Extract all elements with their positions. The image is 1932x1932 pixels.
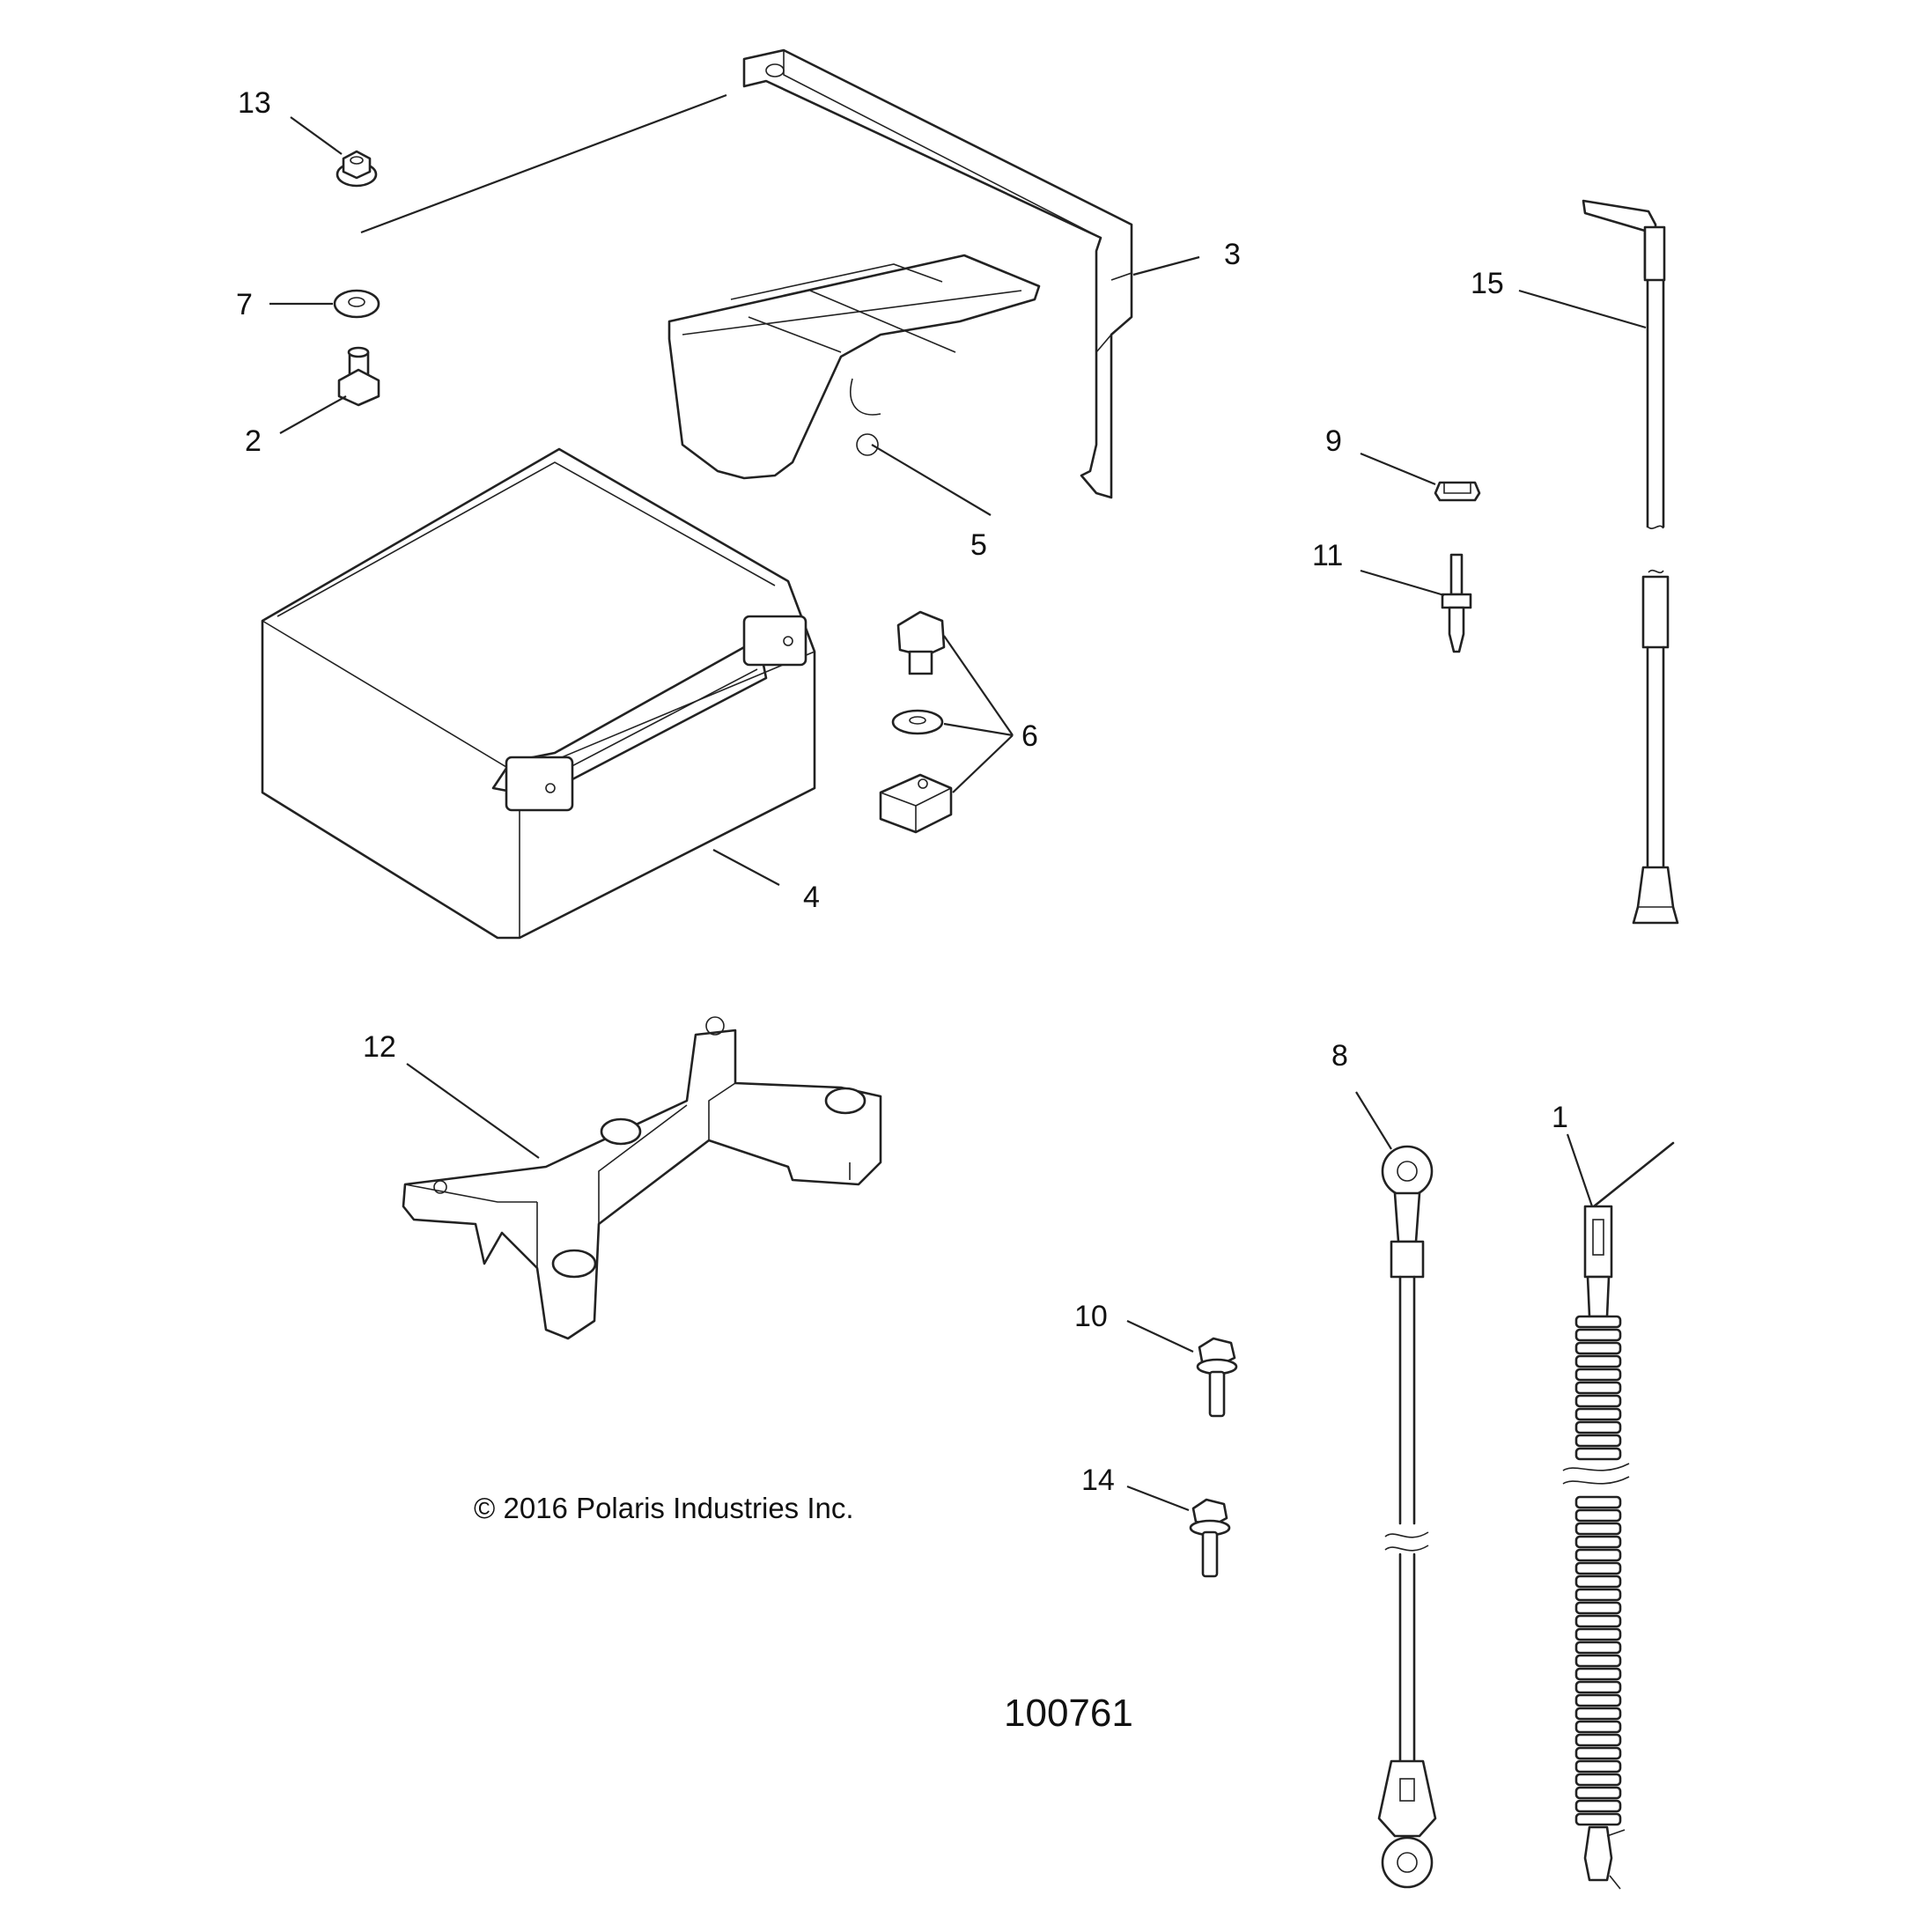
- part-15-battery-cable: [1582, 199, 1679, 925]
- conduit-ring: [1574, 1381, 1622, 1395]
- leader-6c: [952, 734, 1014, 793]
- leader-6a: [943, 635, 1014, 736]
- leader-4: [712, 849, 780, 886]
- conduit-ring: [1574, 1574, 1622, 1589]
- part-1-wire-harness: [1562, 1141, 1675, 1890]
- conduit-ring: [1574, 1786, 1622, 1800]
- conduit-ring: [1574, 1746, 1622, 1760]
- conduit-ring: [1574, 1759, 1622, 1773]
- callout-15: 15: [1471, 267, 1504, 300]
- leader-3: [1132, 255, 1200, 277]
- callout-10: 10: [1074, 1300, 1108, 1333]
- leader-11: [1360, 569, 1445, 597]
- part-5-battery-cover: [667, 254, 1041, 480]
- conduit-ring: [1574, 1654, 1622, 1668]
- conduit-ring: [1574, 1641, 1622, 1655]
- conduit-ring: [1574, 1548, 1622, 1562]
- part-9-flange-nut: [1434, 481, 1481, 502]
- conduit-ring: [1574, 1394, 1622, 1408]
- conduit-ring: [1574, 1812, 1622, 1826]
- part-6-terminal-hardware: [879, 610, 953, 834]
- conduit-ring: [1574, 1407, 1622, 1421]
- conduit-ring: [1574, 1707, 1622, 1721]
- conduit-ring: [1574, 1773, 1622, 1787]
- conduit-ring: [1574, 1667, 1622, 1681]
- leader-12: [406, 1063, 540, 1159]
- leader-10: [1126, 1320, 1194, 1353]
- conduit-ring: [1574, 1693, 1622, 1707]
- conduit-corrugation: [1574, 1315, 1622, 1826]
- leader-6b: [943, 722, 1014, 737]
- callout-2: 2: [245, 424, 262, 458]
- callout-3: 3: [1224, 238, 1241, 271]
- leader-1: [1566, 1133, 1594, 1207]
- part-3-hold-down-strap: [742, 48, 1133, 499]
- part-13-flange-nut: [336, 150, 378, 188]
- conduit-ring: [1574, 1535, 1622, 1549]
- part-12-mounting-bracket: [402, 1016, 882, 1340]
- part-2-bolt: [337, 346, 380, 407]
- leader-15: [1518, 289, 1647, 329]
- callout-6: 6: [1021, 719, 1038, 753]
- callout-11: 11: [1312, 539, 1343, 572]
- conduit-ring: [1574, 1328, 1622, 1342]
- conduit-ring: [1574, 1561, 1622, 1575]
- part-11-stud-bolt: [1441, 553, 1472, 653]
- conduit-ring: [1574, 1508, 1622, 1523]
- conduit-ring: [1574, 1680, 1622, 1694]
- leader-14: [1126, 1485, 1190, 1512]
- conduit-ring: [1574, 1315, 1622, 1329]
- leader-2: [279, 395, 347, 434]
- part-7-washer: [333, 289, 380, 319]
- conduit-ring: [1574, 1368, 1622, 1382]
- copyright-notice: © 2016 Polaris Industries Inc.: [474, 1492, 854, 1524]
- leader-13: [290, 116, 343, 155]
- conduit-ring: [1574, 1614, 1622, 1628]
- part-4-battery: [261, 447, 816, 940]
- part-8-ground-cable: [1377, 1145, 1437, 1889]
- conduit-ring: [1574, 1522, 1622, 1536]
- part-14-screw: [1189, 1498, 1231, 1578]
- callout-7: 7: [236, 288, 253, 321]
- conduit-ring: [1574, 1495, 1622, 1509]
- conduit-ring: [1574, 1799, 1622, 1813]
- callout-4: 4: [803, 881, 820, 914]
- conduit-ring: [1574, 1420, 1622, 1434]
- conduit-ring: [1574, 1627, 1622, 1641]
- callout-9: 9: [1325, 424, 1342, 458]
- conduit-ring: [1574, 1733, 1622, 1747]
- callout-13: 13: [238, 86, 271, 120]
- part-10-screw: [1196, 1337, 1238, 1418]
- callout-8: 8: [1331, 1039, 1348, 1073]
- leader-lines: [269, 93, 1647, 1512]
- leader-9: [1360, 452, 1436, 486]
- leader-8: [1355, 1091, 1392, 1150]
- callout-5: 5: [970, 528, 987, 562]
- conduit-ring: [1574, 1354, 1622, 1368]
- conduit-ring: [1574, 1434, 1622, 1448]
- callout-labels: 1 2 3 4 5 6 7 8 9 10 11 12 13 14 15: [236, 86, 1568, 1497]
- callout-12: 12: [363, 1030, 396, 1064]
- conduit-ring: [1574, 1601, 1622, 1615]
- leader-5: [871, 444, 992, 516]
- conduit-ring: [1574, 1720, 1622, 1734]
- callout-1: 1: [1552, 1101, 1568, 1134]
- callout-14: 14: [1081, 1464, 1115, 1497]
- figure-number: 100761: [1004, 1692, 1133, 1735]
- leader-strap: [360, 93, 727, 234]
- conduit-ring: [1574, 1447, 1622, 1461]
- conduit-ring: [1574, 1588, 1622, 1602]
- conduit-ring: [1574, 1341, 1622, 1355]
